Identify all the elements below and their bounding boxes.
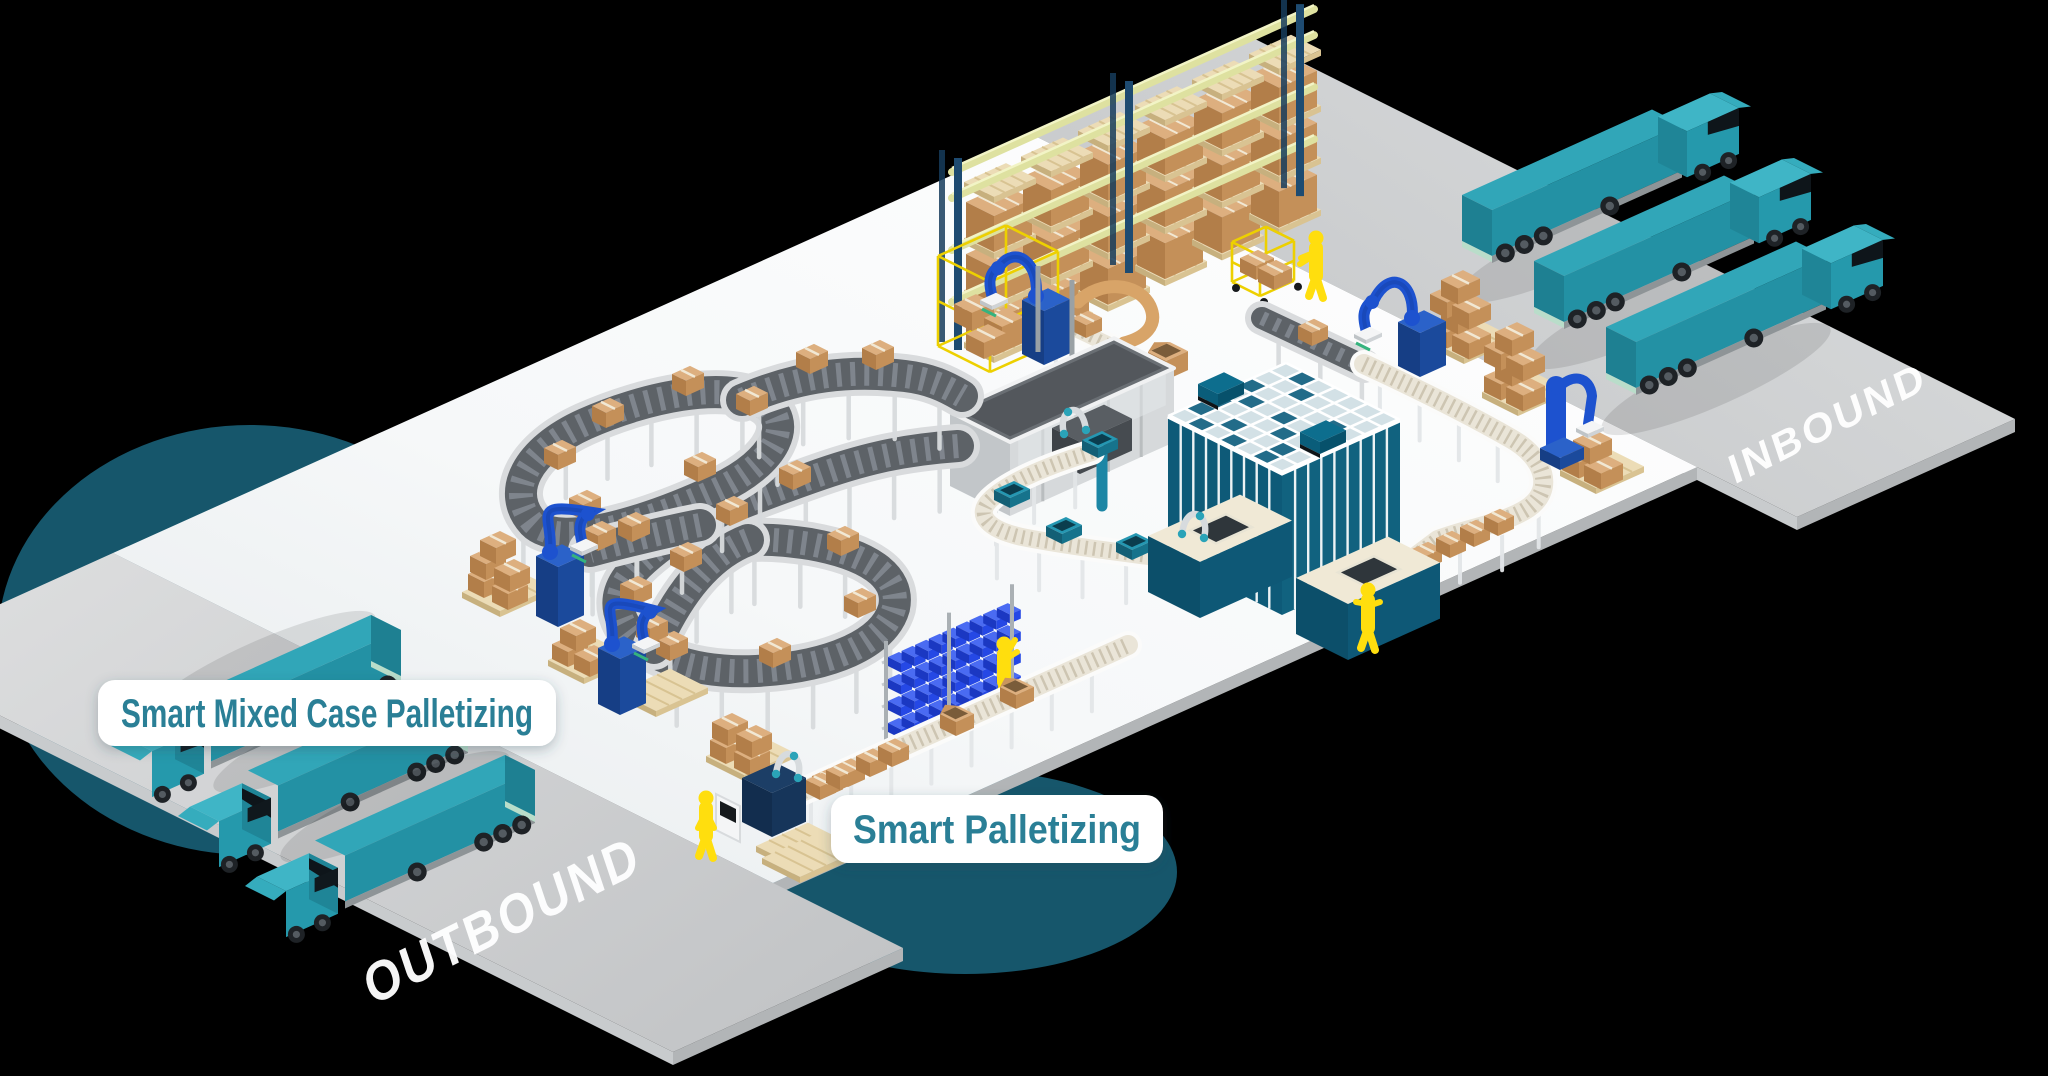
cobot-arm bbox=[1177, 510, 1209, 543]
inbound-trucks bbox=[1457, 92, 1895, 436]
warehouse-worker bbox=[1297, 230, 1327, 302]
cube-pick-ports bbox=[1148, 494, 1440, 660]
outbound-truck-3 bbox=[245, 750, 535, 943]
inbound-truck-3 bbox=[1601, 224, 1895, 436]
label-pill-background bbox=[98, 680, 556, 746]
tote-conveyor bbox=[970, 404, 1161, 606]
palletizing-robot bbox=[536, 503, 607, 627]
label-pill-background bbox=[831, 795, 1163, 863]
cobot-arm bbox=[771, 750, 803, 783]
smart-mixed-case-palletizing-text: Smart Mixed Case Palletizing bbox=[121, 692, 533, 736]
smart-palletizing-text: Smart Palletizing bbox=[853, 808, 1141, 852]
cobot-arm bbox=[1059, 406, 1091, 439]
palletizing-robot bbox=[598, 598, 667, 715]
palletizing-robot bbox=[1354, 276, 1446, 377]
smart-mixed-case-palletizing-cell bbox=[462, 503, 708, 717]
inbound-depalletizing-area bbox=[1245, 270, 1644, 605]
smart-palletizing-label: Smart Palletizing bbox=[831, 795, 1163, 863]
smart-palletizing-station bbox=[695, 584, 1142, 883]
worker-with-cage-cart bbox=[1230, 225, 1327, 306]
conveyor-loop bbox=[498, 339, 984, 737]
warehouse-worker bbox=[1353, 582, 1383, 654]
warehouse-worker bbox=[695, 790, 717, 862]
smart-mixed-case-palletizing-label: Smart Mixed Case Palletizing bbox=[98, 680, 556, 746]
